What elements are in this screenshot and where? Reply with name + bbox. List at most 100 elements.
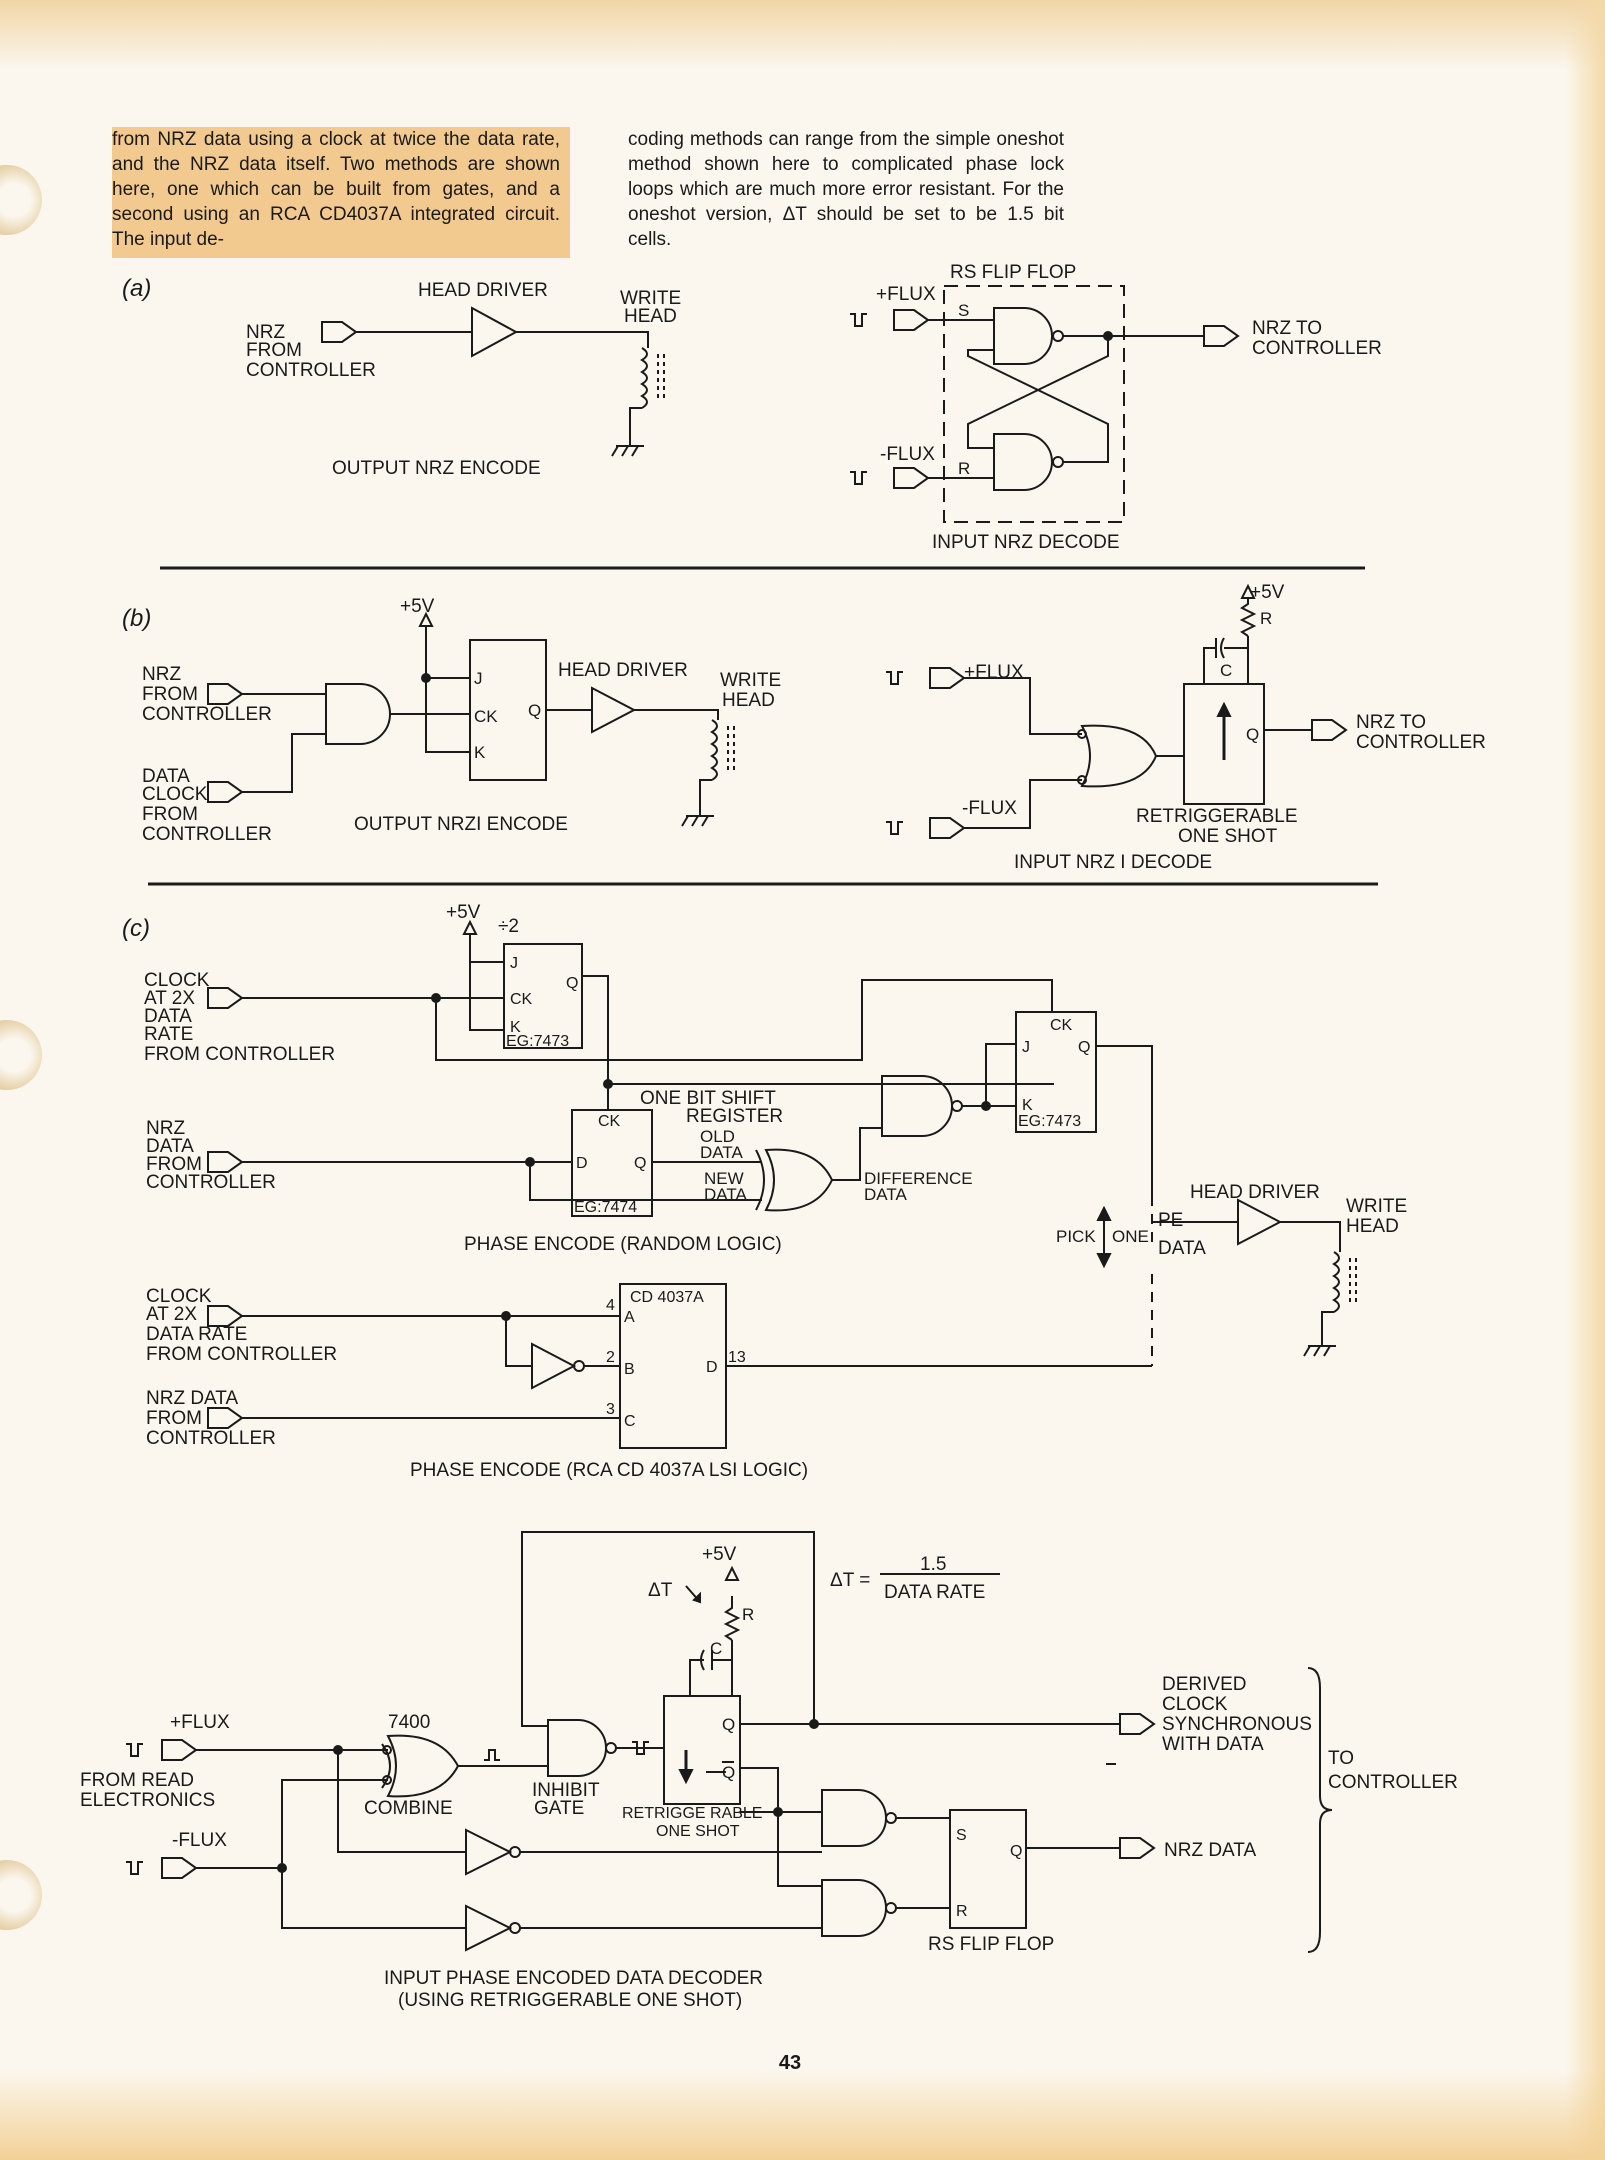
or-gate-combine [386, 1734, 460, 1798]
label-pe-data: DATA [1158, 1238, 1206, 1259]
pulse-icon [125, 1743, 144, 1757]
inhibit-gate [547, 1719, 607, 1777]
jk-flip-flop-7473-c [1015, 1011, 1097, 1133]
section-tag-b: (b) [122, 605, 151, 632]
label-r-d: R [742, 1605, 754, 1624]
label-register: REGISTER [686, 1106, 783, 1127]
label-q-d-ff: Q [634, 1155, 646, 1172]
label-nrz-c: NRZ [146, 1118, 185, 1139]
label-nrz-data-out: NRZ DATA [1164, 1840, 1257, 1861]
jk-flip-flop-7473-div2 [503, 943, 583, 1049]
nand-gate-bottom [993, 433, 1053, 491]
pulse-icon [885, 671, 904, 685]
label-with-data: WITH DATA [1162, 1734, 1264, 1755]
label-difference-data: DATA [864, 1185, 907, 1204]
label-pin-4: 4 [606, 1297, 615, 1314]
resistor-r-b [1239, 598, 1257, 637]
connector-minus-flux [893, 467, 930, 489]
label-k-ff-c: K [1022, 1097, 1033, 1114]
label-at-2x-c: AT 2X [144, 988, 195, 1009]
connector-nrz-to-controller [1203, 325, 1240, 347]
caption-input-nrz-decode: INPUT NRZ DECODE [932, 532, 1120, 553]
label-q-ff-c: Q [1078, 1039, 1090, 1056]
intro-paragraph-left: from NRZ data using a clock at twice the… [112, 127, 570, 258]
xor-gate-input-arc [755, 1149, 765, 1211]
label-minus-flux-a: -FLUX [880, 444, 935, 465]
label-eg7474: EG:7474 [574, 1199, 637, 1216]
label-plus-flux-a: +FLUX [876, 284, 936, 305]
label-plus-5v-d: +5V [702, 1544, 737, 1565]
label-minus-flux-d: -FLUX [172, 1830, 227, 1851]
label-7400: 7400 [388, 1712, 430, 1733]
label-pe: PE [1158, 1210, 1183, 1231]
label-q-div2: Q [566, 975, 578, 992]
label-plus-5v-b: +5V [400, 596, 435, 617]
label-to: TO [1328, 1748, 1354, 1769]
label-c-d: C [710, 1639, 722, 1658]
ground-icon [611, 435, 645, 457]
label-combine: COMBINE [364, 1798, 453, 1819]
label-controller-out-a: CONTROLLER [1252, 338, 1382, 359]
pulse-icon [484, 1749, 500, 1761]
label-from-b: FROM [142, 684, 198, 705]
label-from-controller-c: FROM CONTROLLER [144, 1044, 335, 1065]
label-from-clock-b: FROM [142, 804, 198, 825]
label-pin-2: 2 [606, 1349, 615, 1366]
label-nrz-data-lsi: NRZ DATA [146, 1388, 239, 1409]
label-rs-flip-flop-d: RS FLIP FLOP [928, 1934, 1054, 1955]
connector-nrz-data-lsi [207, 1407, 244, 1429]
connector-minus-flux-b [929, 817, 966, 839]
label-q-b: Q [528, 701, 541, 720]
write-head-coil-c [1333, 1251, 1357, 1313]
label-data-b: DATA [142, 766, 190, 787]
label-retriggerable-b: RETRIGGERABLE [1136, 806, 1298, 827]
connector-clock-2x [207, 987, 244, 1009]
label-controller-b: CONTROLLER [142, 704, 272, 725]
label-write-a: WRITE [620, 288, 681, 309]
label-from-controller-lsi: FROM CONTROLLER [146, 1344, 337, 1365]
resistor-r-d [723, 1596, 741, 1641]
label-r-ff-d: R [956, 1903, 968, 1920]
label-one-bit-shift: ONE BIT SHIFT [640, 1088, 776, 1109]
label-head-driver-c: HEAD DRIVER [1190, 1182, 1320, 1203]
label-s-d: S [956, 1827, 967, 1844]
label-j-ff-c: J [1022, 1039, 1030, 1056]
section-tag-c: (c) [122, 915, 150, 942]
label-new: NEW [704, 1169, 744, 1188]
label-ck-div2: CK [510, 991, 533, 1008]
caption-phase-encode-lsi: PHASE ENCODE (RCA CD 4037A LSI LOGIC) [410, 1460, 808, 1481]
label-gate: GATE [534, 1798, 584, 1819]
label-pin-a: A [624, 1309, 635, 1326]
connector-derived-clock [1119, 1713, 1156, 1735]
label-one-shot-d: ONE SHOT [656, 1823, 740, 1840]
label-eg7473-ff-c: EG:7473 [1018, 1113, 1081, 1130]
label-new-data: DATA [704, 1185, 747, 1204]
label-divide-by-2: ÷2 [498, 916, 519, 937]
head-driver-buffer-c [1237, 1198, 1283, 1246]
label-controller-lsi: CONTROLLER [146, 1428, 276, 1449]
label-clock-d: CLOCK [1162, 1694, 1228, 1715]
label-write-c: WRITE [1346, 1196, 1407, 1217]
label-controller-a: CONTROLLER [246, 360, 376, 381]
label-j-b: J [474, 669, 483, 688]
label-head-driver-b: HEAD DRIVER [558, 660, 688, 681]
label-pin-3: 3 [606, 1401, 615, 1418]
pulse-icon [849, 471, 868, 485]
label-clock-lsi: CLOCK [146, 1286, 212, 1307]
connector-plus-flux-d [161, 1739, 198, 1761]
phase-decoder [161, 1531, 1333, 1953]
pulse-icon [125, 1861, 144, 1875]
ground-icon-b [681, 805, 715, 827]
xor-gate-c [764, 1148, 834, 1212]
nand-gate-r [821, 1879, 887, 1937]
connector-clock-2x-lsi [207, 1305, 244, 1327]
label-q-oneshot-b: Q [1246, 725, 1259, 744]
label-ck-ff-c: CK [1050, 1017, 1073, 1034]
write-head-coil-b [711, 719, 735, 781]
label-q-d: Q [722, 1715, 735, 1734]
connector-clock-in-b [207, 781, 244, 803]
connector-nrz-in-b [207, 683, 244, 705]
label-clock-c: CLOCK [144, 970, 210, 991]
pulse-icon [849, 313, 868, 327]
